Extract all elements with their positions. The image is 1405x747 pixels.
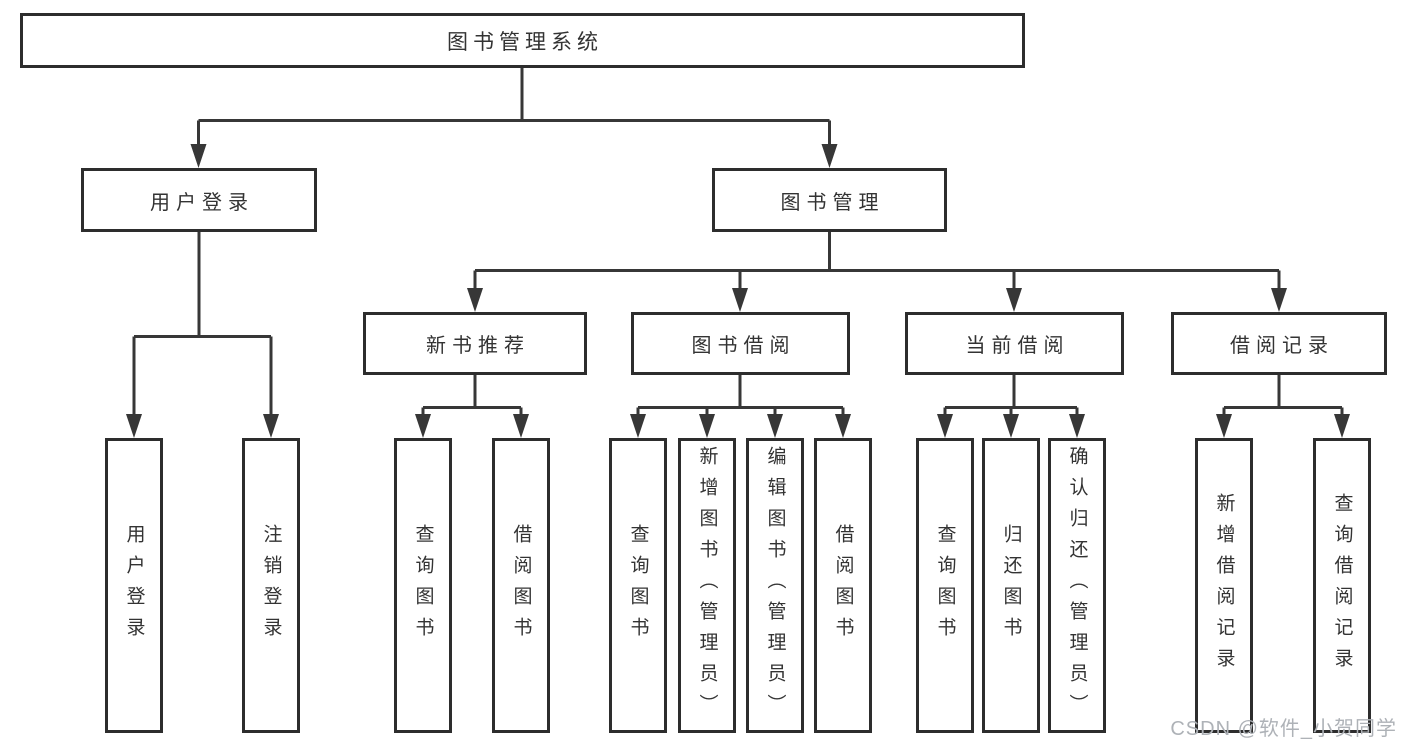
leaf-edit-books-admin-label: 编辑图书（管理员） <box>764 446 786 725</box>
leaf-logout-login: 注销登录 <box>242 438 300 733</box>
leaf-query-books-recommend: 查询图书 <box>394 438 452 733</box>
node-user-login: 用户登录 <box>81 168 317 232</box>
leaf-confirm-return-admin-label: 确认归还（管理员） <box>1066 446 1088 725</box>
leaf-borrow-books-recommend-label: 借阅图书 <box>510 523 532 648</box>
node-current-borrowing-label: 当前借阅 <box>965 335 1070 357</box>
leaf-borrow-books-label: 借阅图书 <box>832 523 854 648</box>
node-user-login-label: 用户登录 <box>150 191 254 214</box>
leaf-logout-login-label: 注销登录 <box>260 523 282 648</box>
leaf-return-books: 归还图书 <box>982 438 1040 733</box>
leaf-user-login-label: 用户登录 <box>123 523 145 648</box>
leaf-add-borrow-record: 新增借阅记录 <box>1195 438 1253 733</box>
leaf-borrow-books-recommend: 借阅图书 <box>492 438 550 733</box>
node-book-management-label: 图书管理 <box>780 191 885 214</box>
leaf-confirm-return-admin: 确认归还（管理员） <box>1048 438 1106 733</box>
leaf-query-borrow-record-label: 查询借阅记录 <box>1331 492 1353 679</box>
node-new-book-recommendation-label: 新书推荐 <box>426 335 530 357</box>
leaf-query-borrow-record: 查询借阅记录 <box>1313 438 1371 733</box>
leaf-query-books-current: 查询图书 <box>916 438 974 733</box>
leaf-edit-books-admin: 编辑图书（管理员） <box>746 438 804 733</box>
leaf-user-login: 用户登录 <box>105 438 163 733</box>
node-book-borrowing-label: 图书借阅 <box>691 335 796 357</box>
node-new-book-recommendation: 新书推荐 <box>363 312 587 375</box>
node-book-management: 图书管理 <box>712 168 947 232</box>
node-borrowing-records-label: 借阅记录 <box>1230 335 1334 357</box>
leaf-add-books-admin-label: 新增图书（管理员） <box>696 446 718 725</box>
leaf-query-books-borrowing: 查询图书 <box>609 438 667 733</box>
watermark-csdn: CSDN @软件_小贺同学 <box>1170 718 1397 740</box>
node-current-borrowing: 当前借阅 <box>905 312 1124 375</box>
node-borrowing-records: 借阅记录 <box>1171 312 1387 375</box>
leaf-add-borrow-record-label: 新增借阅记录 <box>1213 492 1235 679</box>
leaf-query-books-borrowing-label: 查询图书 <box>627 523 649 648</box>
leaf-query-books-recommend-label: 查询图书 <box>412 523 434 648</box>
leaf-borrow-books: 借阅图书 <box>814 438 872 733</box>
leaf-add-books-admin: 新增图书（管理员） <box>678 438 736 733</box>
node-book-borrowing: 图书借阅 <box>631 312 850 375</box>
node-library-management-system-label: 图书管理系统 <box>447 30 603 54</box>
leaf-query-books-current-label: 查询图书 <box>934 523 956 648</box>
leaf-return-books-label: 归还图书 <box>1000 523 1022 648</box>
node-library-management-system: 图书管理系统 <box>20 13 1025 68</box>
